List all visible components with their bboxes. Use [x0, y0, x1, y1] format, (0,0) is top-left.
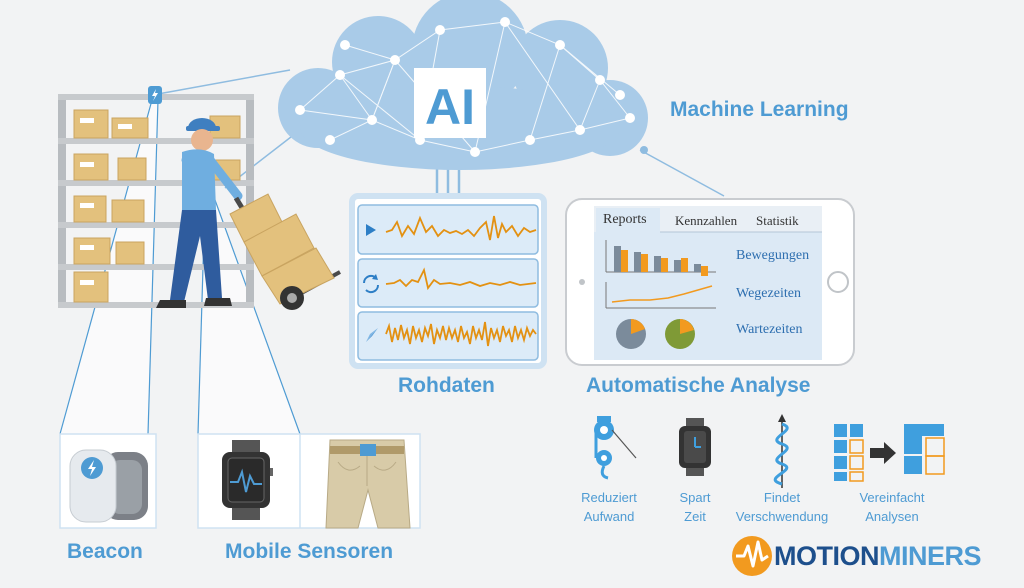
ceiling-beacon: [148, 86, 162, 104]
ai-cloud: AI: [154, 0, 648, 170]
blocks-arrow-icon: [834, 424, 945, 482]
compass-icon: [366, 328, 378, 342]
signal-line-3: [385, 321, 537, 347]
rotate-icon: [362, 274, 380, 294]
tab-kennzahlen[interactable]: Kennzahlen: [675, 213, 738, 228]
metric-wartezeiten: Wartezeiten: [736, 322, 803, 337]
beacon-label: Beacon: [67, 540, 143, 563]
watch-icon: [679, 418, 711, 476]
pulley-icon: [594, 416, 637, 480]
benefit-spart-zeit: Spart Zeit: [679, 490, 711, 524]
benefit-findet-verschwendung: Findet Verschwendung: [735, 490, 829, 524]
machine-learning-label: Machine Learning: [670, 98, 849, 121]
warehouse-shelf: [58, 94, 254, 308]
signal-line-1: [385, 215, 537, 241]
hand-truck: [229, 193, 341, 310]
mobile-sensoren-label: Mobile Sensoren: [225, 540, 394, 563]
analysis-tablet: [565, 198, 855, 366]
report-pie-charts: [616, 319, 695, 349]
rohdaten-label: Rohdaten: [398, 374, 495, 397]
signal-line-2: [385, 267, 537, 291]
report-line-chart: [605, 282, 716, 309]
beacon-box: [59, 433, 157, 529]
benefit-vereinfacht-analysen: Vereinfacht Analysen: [859, 490, 925, 524]
trousers-icon: [325, 439, 411, 529]
ai-badge: AI: [425, 79, 475, 135]
cloud-tablet-link: [639, 149, 725, 197]
mobile-sensors-box: [197, 433, 421, 529]
play-icon: [366, 224, 376, 236]
tab-reports[interactable]: Reports: [603, 212, 647, 227]
sensor-beam: [198, 200, 300, 434]
signal-panel-1: [357, 204, 539, 255]
home-button: [827, 271, 849, 293]
metric-bewegungen: Bewegungen: [736, 248, 810, 263]
sensor-beam-edge: [214, 199, 301, 435]
benefit-reduziert-aufwand: Reduziert Aufwand: [581, 490, 637, 524]
logo-miners: MINERS: [879, 540, 982, 571]
spiral-icon: [773, 414, 789, 488]
smartwatch-icon: [222, 440, 273, 520]
rawdata-panels: [349, 193, 547, 369]
report-bar-chart: [605, 240, 716, 276]
logo-motion: MOTION: [774, 540, 880, 571]
motionminers-logo-mark: [732, 536, 772, 576]
signal-panel-3: [357, 311, 539, 361]
warehouse-worker: [156, 118, 243, 308]
beacon-cloud-link: [157, 69, 291, 95]
ai-badge-box: [414, 68, 486, 138]
automatische-analyse-label: Automatische Analyse: [586, 374, 811, 397]
tab-statistik[interactable]: Statistik: [756, 213, 799, 228]
metric-wegezeiten: Wegezeiten: [736, 286, 801, 301]
bolt-icon: [88, 460, 96, 476]
